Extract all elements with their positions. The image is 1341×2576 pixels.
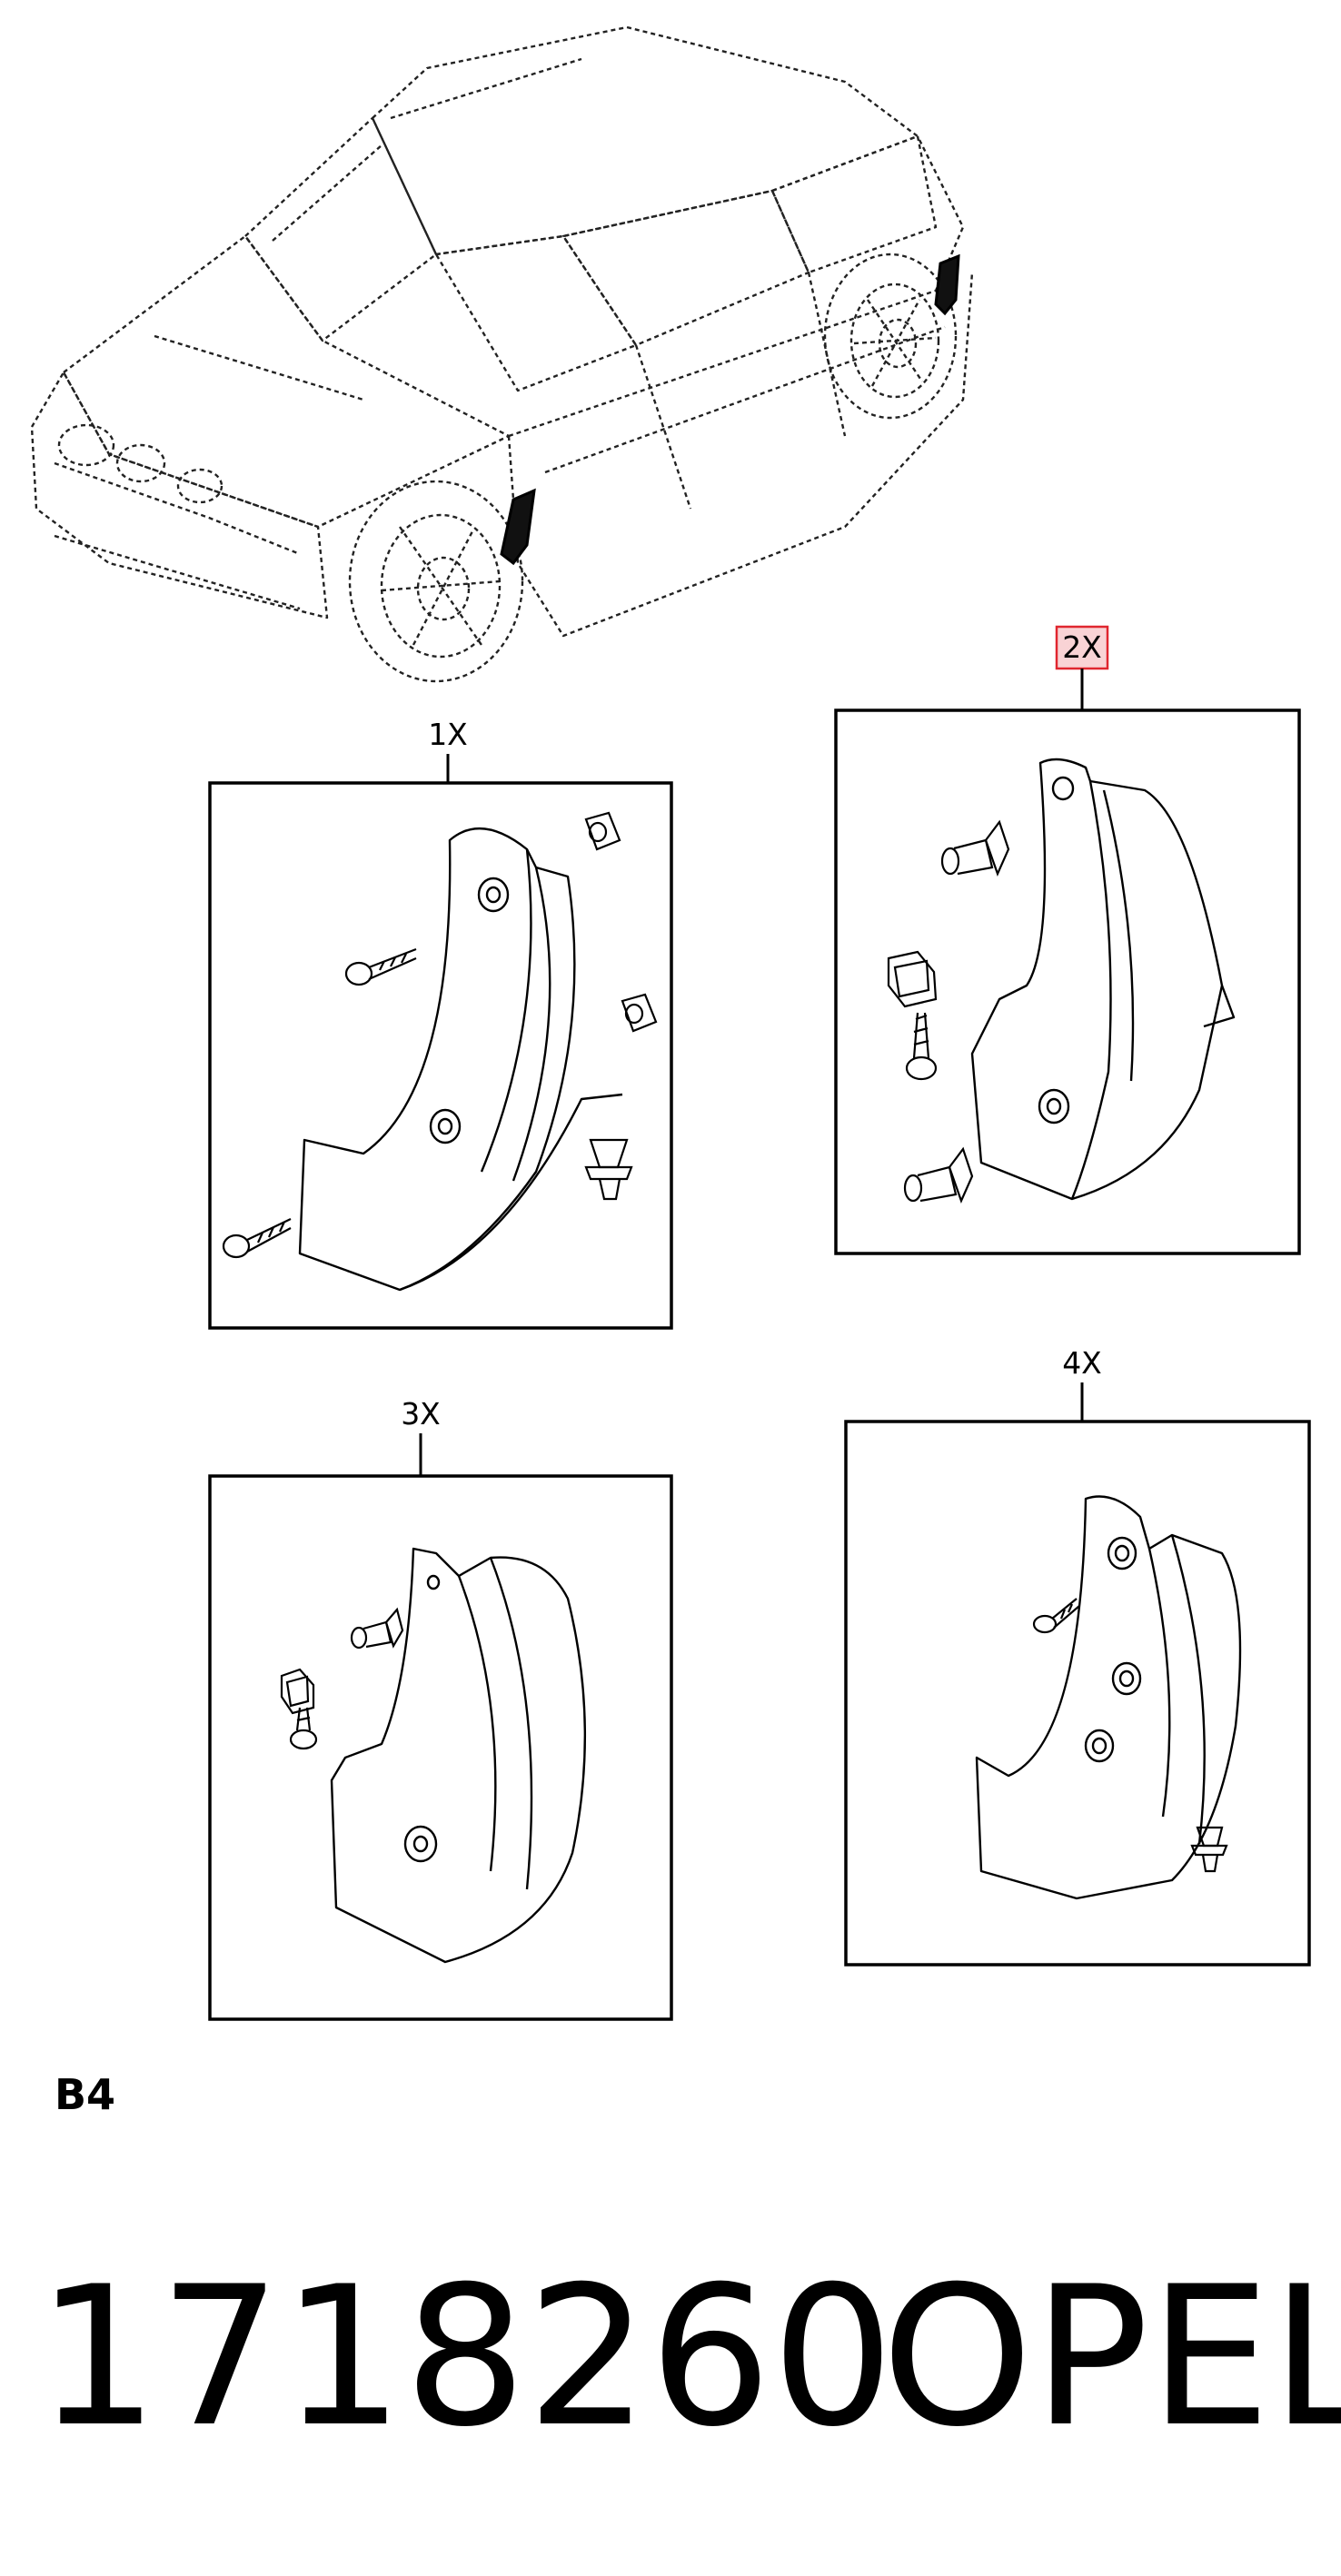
push-pin-icon xyxy=(940,819,1010,877)
panel-2x: 2X xyxy=(834,625,1301,1255)
mudflap-4x xyxy=(975,1495,1242,1900)
push-pin-icon xyxy=(350,1607,404,1650)
screw-icon xyxy=(344,947,417,986)
mudflap-1x xyxy=(298,827,623,1292)
mudflap-3x xyxy=(330,1547,587,1964)
panel-4x: 4X xyxy=(844,1345,1311,1967)
screw-icon xyxy=(289,1707,318,1750)
callout-1x: 1X xyxy=(428,717,468,752)
mudflap-2x xyxy=(970,758,1236,1201)
panel-1x: 1X xyxy=(208,717,673,1330)
push-pin-icon xyxy=(903,1146,974,1204)
car-overview-illustration xyxy=(30,25,974,683)
callout-3x: 3X xyxy=(401,1396,441,1432)
clip-nut-icon xyxy=(280,1668,315,1715)
clip-icon xyxy=(584,1138,633,1201)
clip-nut-icon xyxy=(887,950,938,1008)
panel-3x: 3X xyxy=(208,1396,673,2021)
part-number: 1718260 xyxy=(36,2244,894,2469)
spacer-icon xyxy=(621,993,658,1033)
callout-2x: 2X xyxy=(1062,629,1102,665)
screw-icon xyxy=(222,1218,292,1259)
car-mudflap-markers xyxy=(500,253,960,566)
spacer-icon xyxy=(584,811,621,851)
section-label: B4 xyxy=(55,2070,115,2119)
screw-icon xyxy=(905,1012,938,1081)
screw-icon xyxy=(1032,1598,1080,1634)
callout-4x: 4X xyxy=(1062,1345,1102,1381)
clip-icon xyxy=(1190,1826,1228,1873)
brand-name: OPEL xyxy=(881,2244,1341,2469)
